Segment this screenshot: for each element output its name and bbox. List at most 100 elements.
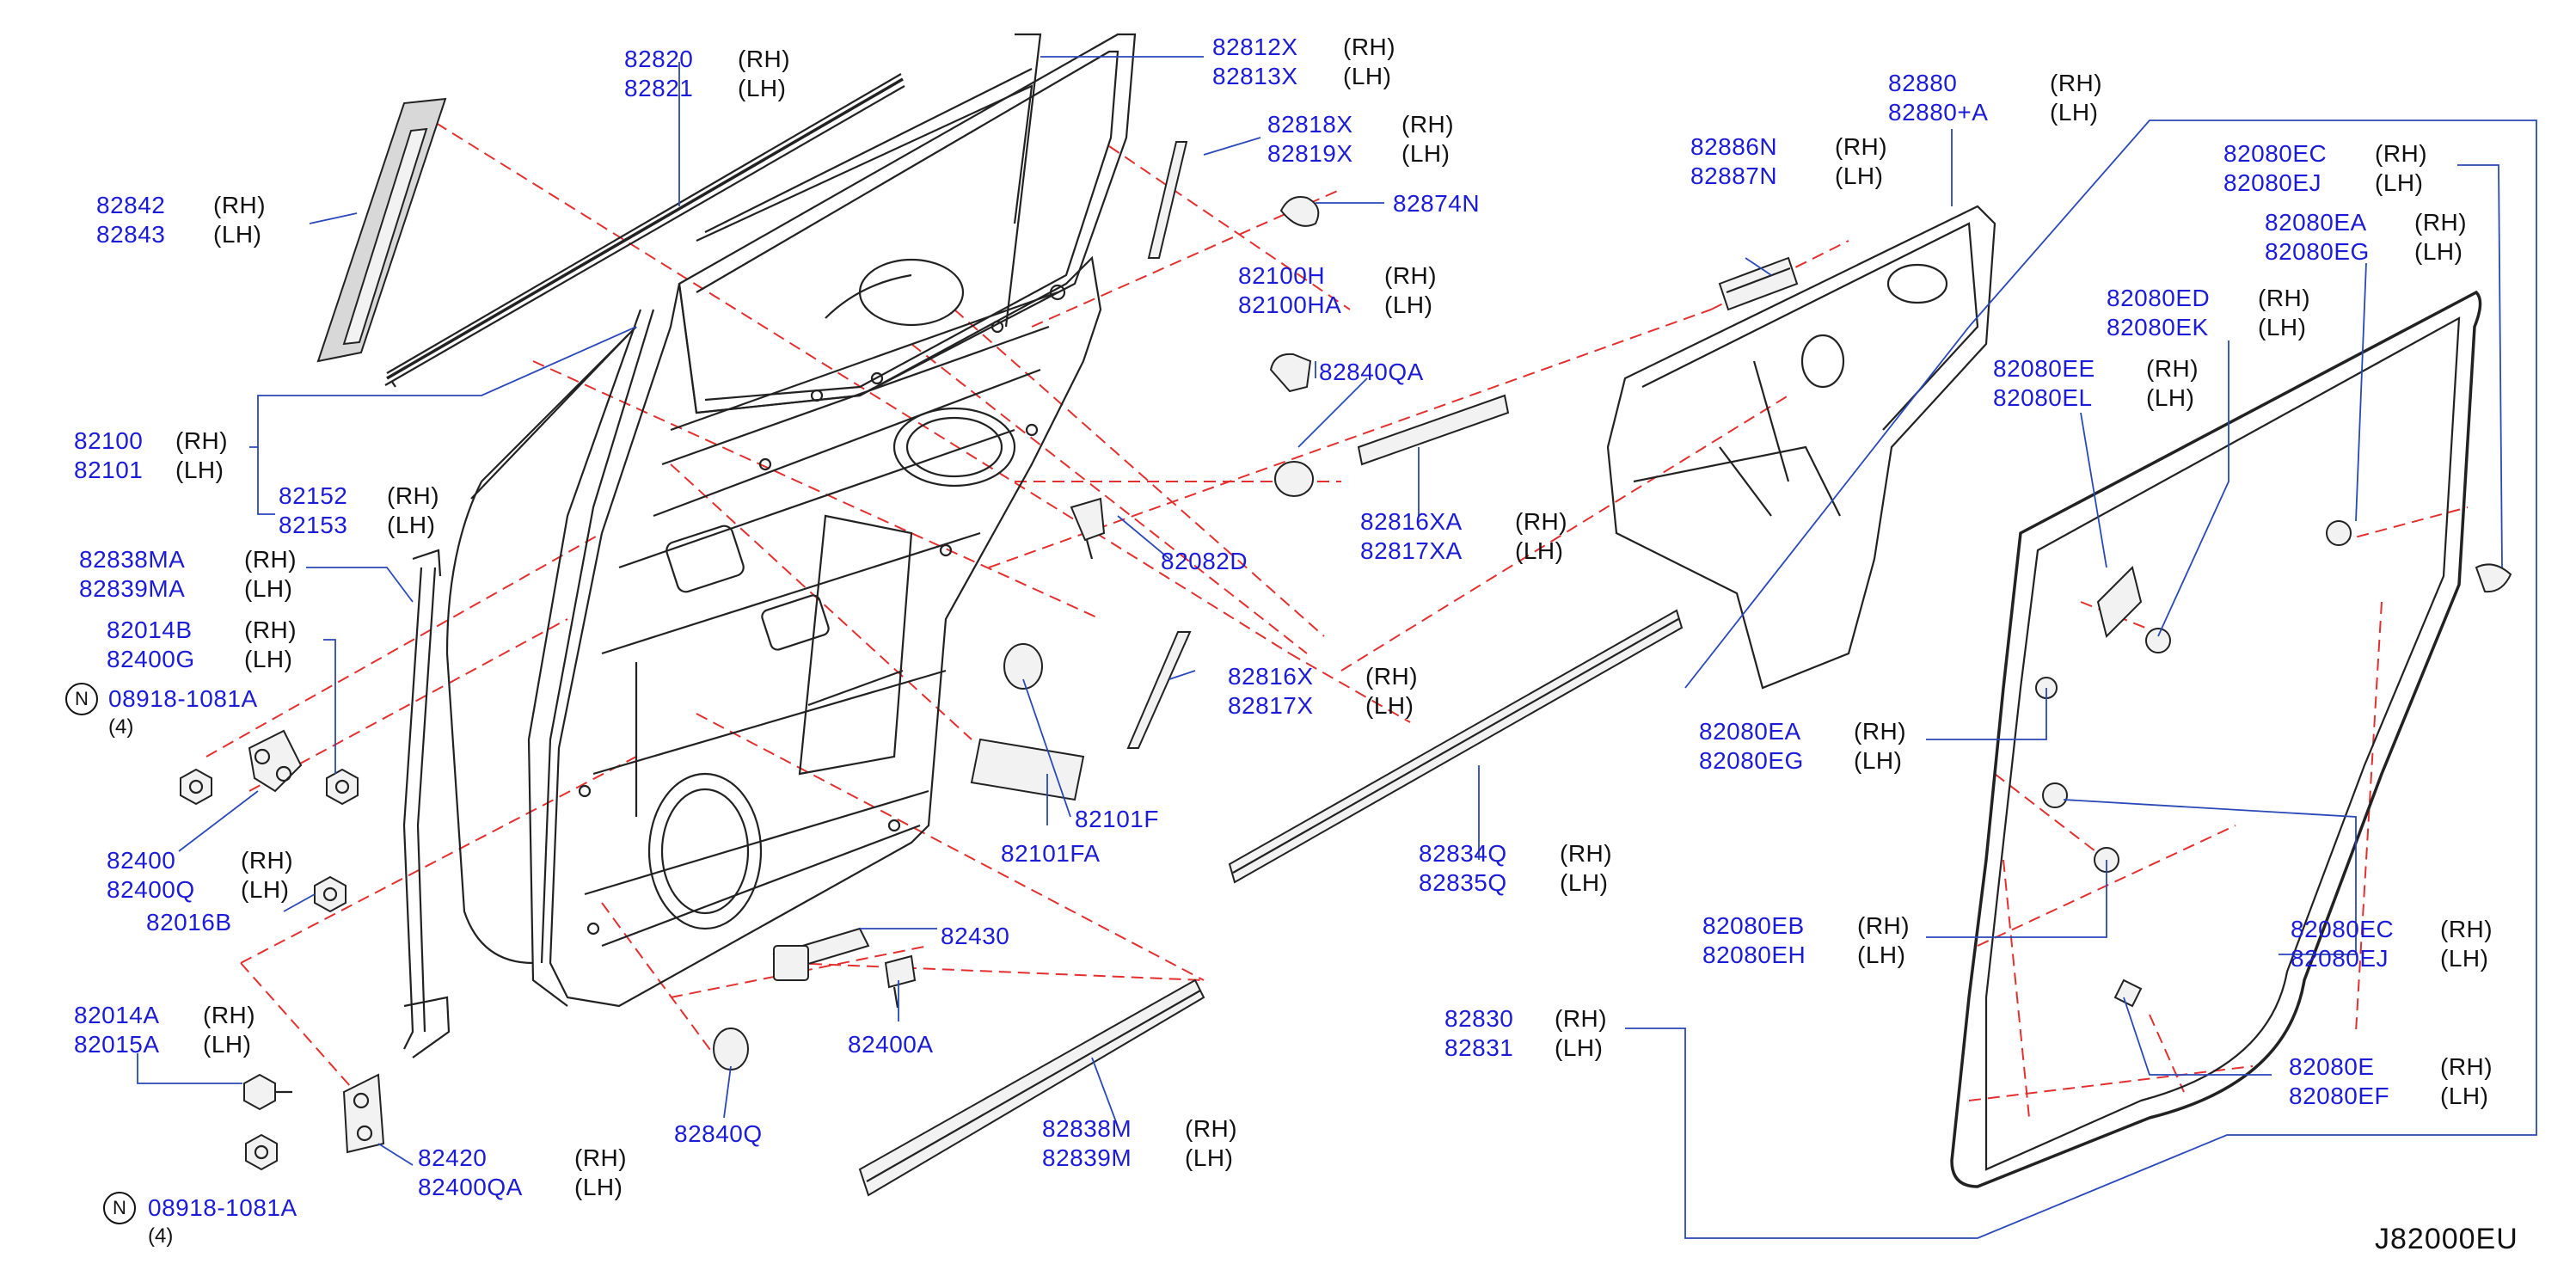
part-number: 82080EH <box>1702 942 1806 968</box>
part-number: 82400A <box>848 1031 934 1058</box>
side-lh: (LH) <box>387 512 436 538</box>
part-number: 82100HA <box>1238 291 1342 318</box>
pillar-garnish <box>316 97 447 363</box>
door-check <box>772 927 917 1009</box>
quantity: (4) <box>108 715 134 739</box>
pull-handle <box>1718 256 1799 311</box>
side-lh: (LH) <box>1401 140 1451 167</box>
side-lh: (LH) <box>1343 63 1392 89</box>
side-lh: (LH) <box>241 876 290 903</box>
side-lh: (LH) <box>244 646 293 672</box>
side-rh: (RH) <box>1854 718 1907 745</box>
part-number: 82821 <box>624 75 694 101</box>
part-number: 82817X <box>1228 692 1314 719</box>
part-number: 82816X <box>1228 663 1314 690</box>
side-rh: (RH) <box>1343 34 1396 60</box>
part-number: 82819X <box>1267 140 1353 167</box>
rear-door-seal <box>402 549 451 1058</box>
part-number: 82842 <box>96 192 166 218</box>
part-number: 82874N <box>1393 190 1481 217</box>
leader-lines <box>137 56 2537 1239</box>
side-rh: (RH) <box>244 617 297 643</box>
part-number: 82835Q <box>1419 869 1507 896</box>
part-number: 82831 <box>1444 1034 1514 1061</box>
part-number: 82820 <box>624 46 694 72</box>
belt-moulding-top <box>384 73 905 388</box>
side-rh: (RH) <box>2258 285 2311 311</box>
part-number: 82880+A <box>1888 99 1989 126</box>
side-lh: (LH) <box>574 1174 623 1200</box>
part-number: 82887N <box>1690 163 1778 189</box>
part-number: 82014A <box>74 1002 160 1028</box>
part-number: 82420 <box>418 1144 488 1171</box>
door-outer-skin <box>445 326 637 965</box>
part-number: 82080EE <box>1993 355 2095 382</box>
side-rh: (RH) <box>2440 916 2493 942</box>
part-number: 82080EJ <box>2223 169 2322 196</box>
part-number: 82080EL <box>1993 384 2093 411</box>
part-number: 82100 <box>74 427 144 454</box>
side-lh: (LH) <box>2050 99 2099 126</box>
part-number: 08918-1081A <box>108 685 258 712</box>
part-number: 82840QA <box>1319 359 1424 385</box>
side-rh: (RH) <box>213 192 267 218</box>
side-rh: (RH) <box>1555 1005 1608 1032</box>
part-number: 82838M <box>1042 1115 1132 1142</box>
side-lh: (LH) <box>1384 291 1433 318</box>
side-lh: (LH) <box>244 575 293 602</box>
side-lh: (LH) <box>2258 314 2307 340</box>
part-number: 82015A <box>74 1031 160 1058</box>
fasteners-left <box>180 768 359 1171</box>
part-number: 82080EG <box>2265 238 2370 265</box>
side-lh: (LH) <box>2375 169 2424 196</box>
window-sash <box>678 33 1137 414</box>
part-number: 82813X <box>1212 63 1298 89</box>
nut-marker-icon: N <box>65 683 98 715</box>
side-rh: (RH) <box>738 46 791 72</box>
side-rh: (RH) <box>244 546 297 573</box>
part-number: 82400 <box>107 847 176 874</box>
side-rh: (RH) <box>1560 840 1613 867</box>
part-number: 82840Q <box>674 1120 763 1147</box>
side-lh: (LH) <box>1835 163 1884 189</box>
part-number: 82818X <box>1267 111 1353 138</box>
side-lh: (LH) <box>1560 869 1609 896</box>
side-lh: (LH) <box>2440 1083 2489 1109</box>
part-number: 82400QA <box>418 1174 523 1200</box>
part-number: 82812X <box>1212 34 1298 60</box>
part-number: 82834Q <box>1419 840 1507 867</box>
part-number: 82016B <box>146 909 232 936</box>
side-lh: (LH) <box>738 75 787 101</box>
part-number: 82080E <box>2289 1053 2375 1080</box>
part-number: 82400G <box>107 646 195 672</box>
side-rh: (RH) <box>1835 133 1888 160</box>
belt-moulding-lower <box>858 978 1205 1197</box>
side-lh: (LH) <box>1854 747 1903 774</box>
part-number: 82153 <box>279 512 348 538</box>
side-rh: (RH) <box>2146 355 2199 382</box>
side-rh: (RH) <box>387 482 440 509</box>
lower-hinge <box>342 1073 385 1154</box>
side-rh: (RH) <box>1515 508 1568 535</box>
part-number: 82080EA <box>2265 209 2367 236</box>
side-lh: (LH) <box>1515 537 1564 564</box>
part-number: 82817XA <box>1360 537 1463 564</box>
part-number: 82101FA <box>1001 840 1101 867</box>
side-rh: (RH) <box>1857 912 1911 939</box>
part-number: 82880 <box>1888 70 1958 96</box>
part-number: 82886N <box>1690 133 1778 160</box>
side-rh: (RH) <box>1384 262 1438 289</box>
diagram-code: J82000EU <box>2375 1223 2518 1255</box>
side-lh: (LH) <box>1857 942 1906 968</box>
side-lh: (LH) <box>203 1031 252 1058</box>
side-rh: (RH) <box>2440 1053 2493 1080</box>
door-inner-panel <box>527 255 1102 1008</box>
part-number: 82080EF <box>2289 1083 2390 1109</box>
part-number: 82080EC <box>2291 916 2395 942</box>
side-lh: (LH) <box>175 457 224 483</box>
part-number: 82838MA <box>79 546 186 573</box>
side-rh: (RH) <box>574 1144 628 1171</box>
nut-marker-icon: N <box>103 1192 136 1224</box>
